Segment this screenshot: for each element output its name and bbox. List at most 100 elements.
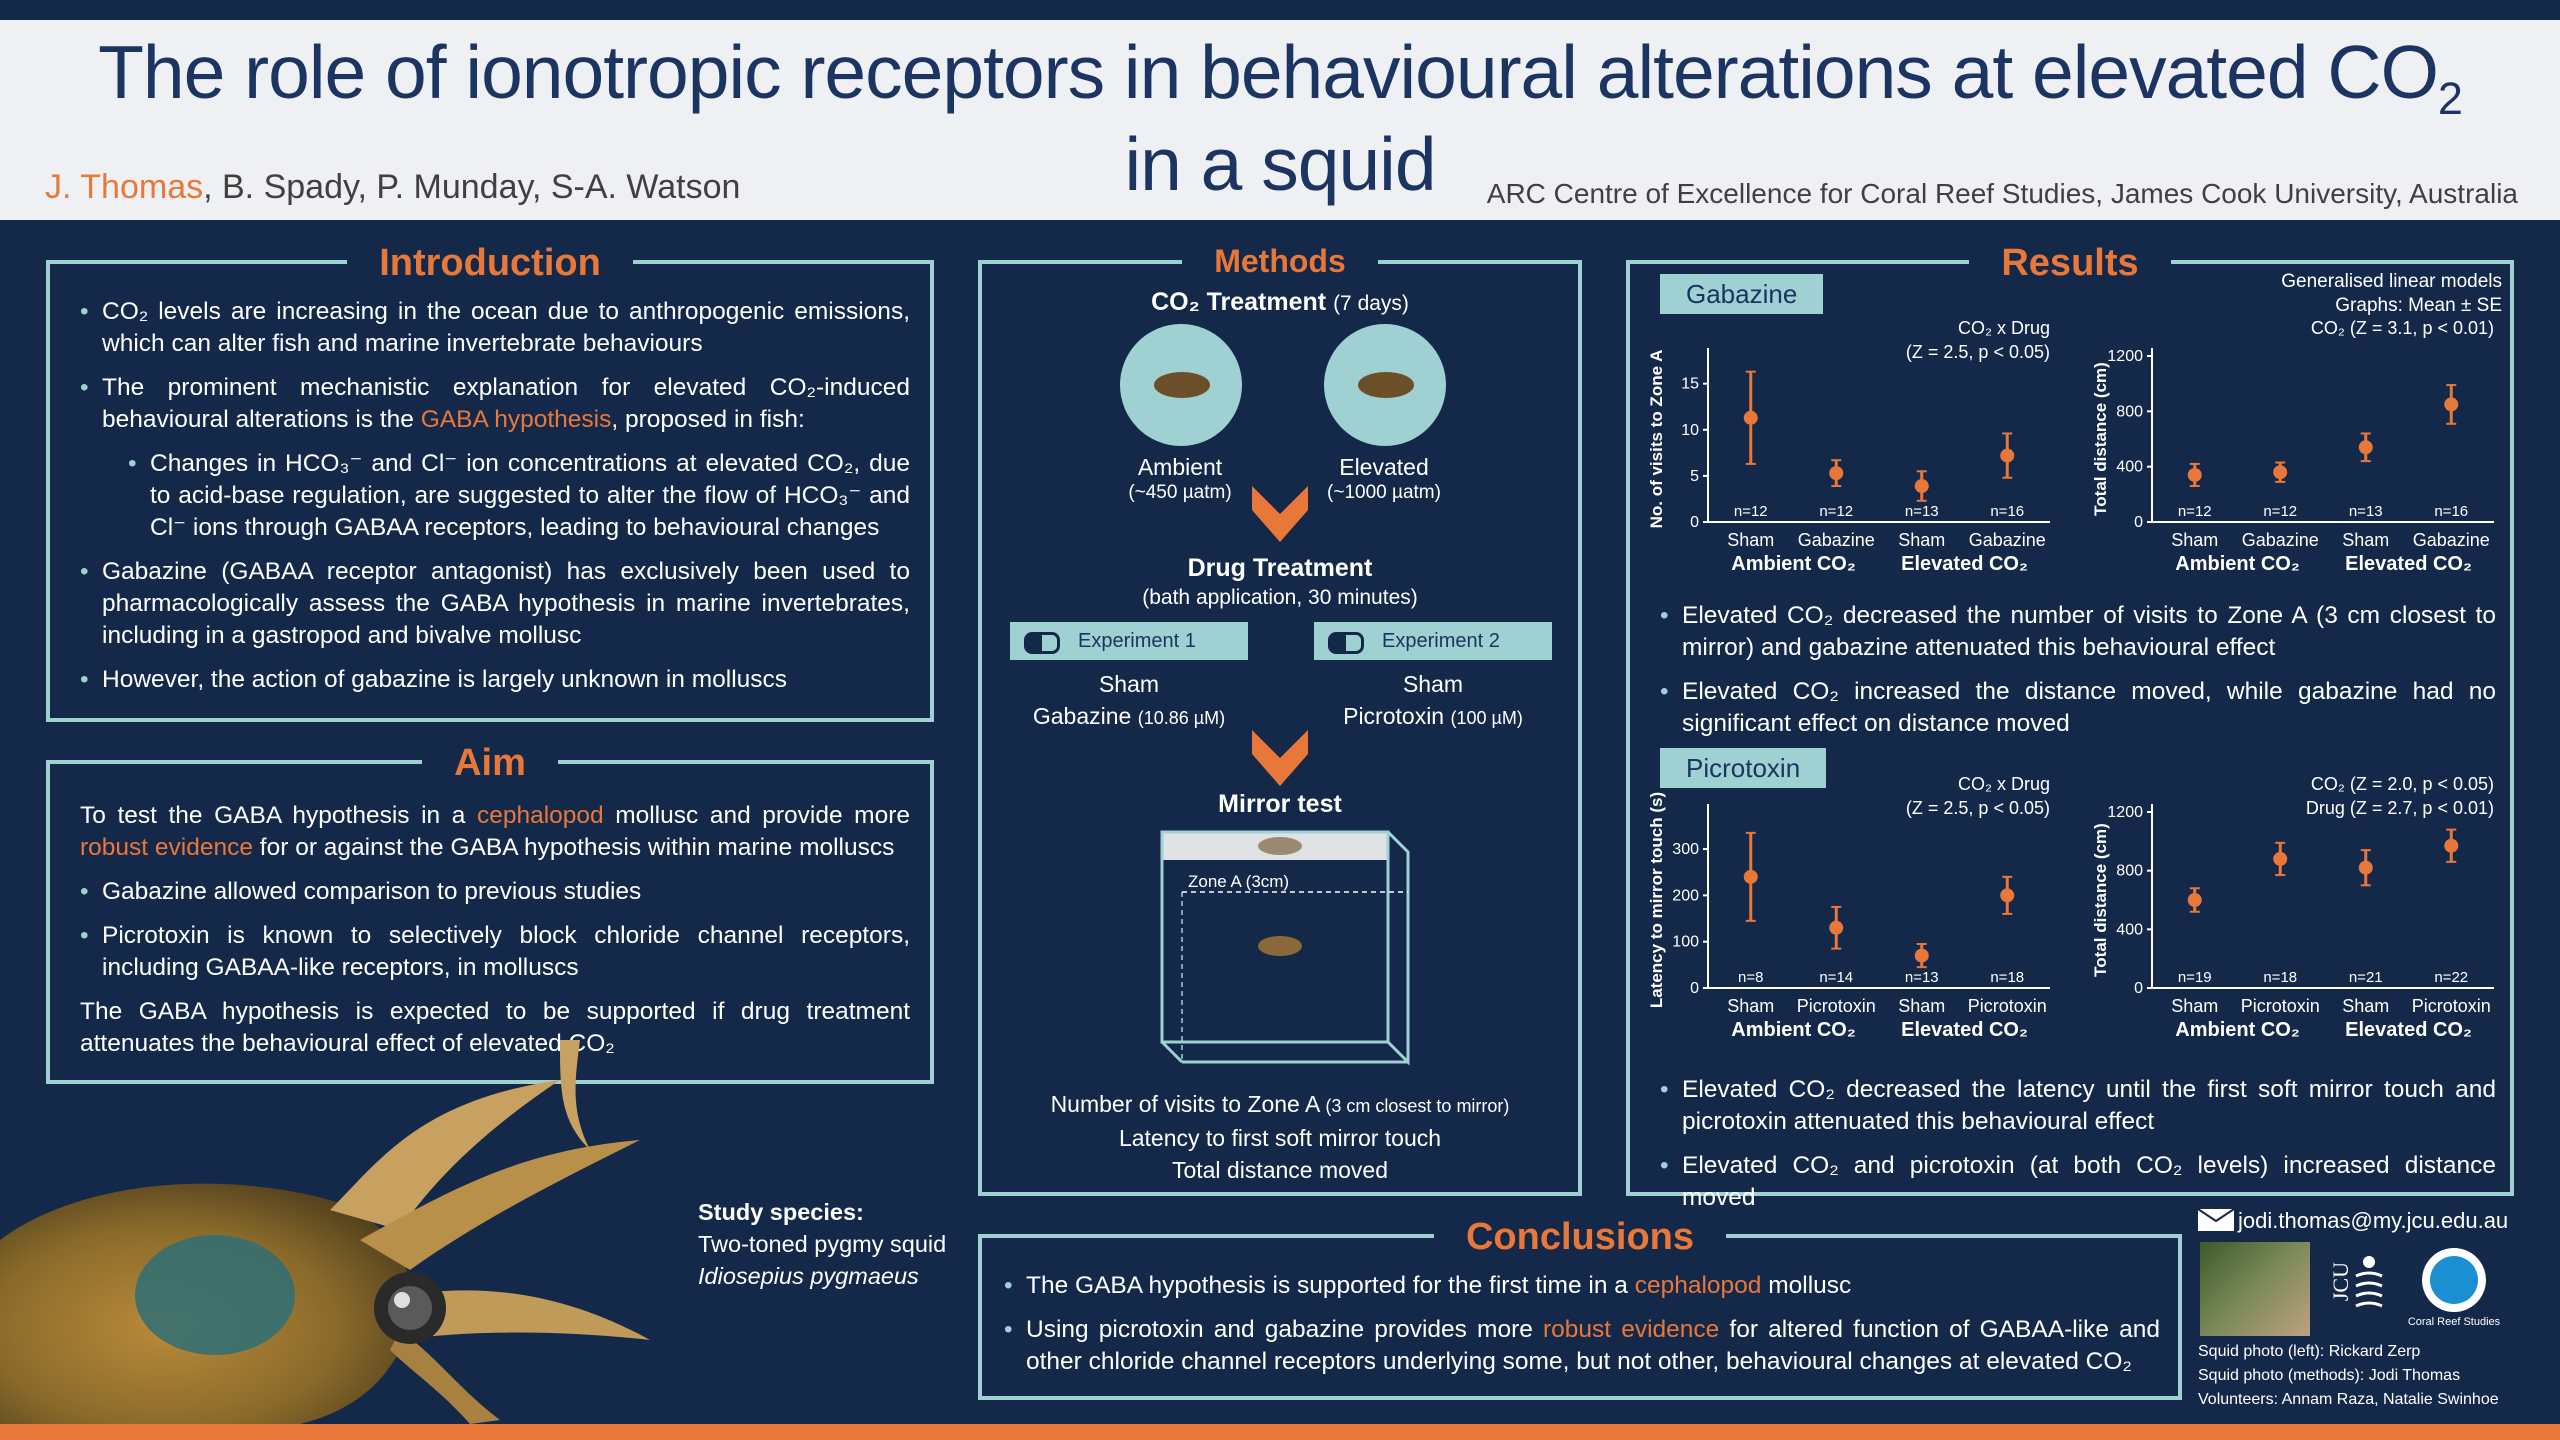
y-tick-label: 0 — [2134, 980, 2143, 997]
intro-bullet: However, the action of gabazine is large… — [80, 664, 910, 696]
y-tick-label: 1200 — [2107, 804, 2143, 821]
sample-size-label: n=12 — [1819, 503, 1853, 520]
y-tick-label: 0 — [1690, 980, 1699, 997]
y-axis-label: Total distance (cm) — [2091, 823, 2110, 977]
zone-a-label: Zone A (3cm) — [1188, 872, 1290, 891]
data-point — [2187, 893, 2202, 907]
poster-title: The role of ionotropic receptors in beha… — [98, 30, 2463, 206]
y-tick-label: 300 — [1672, 841, 1699, 858]
group-label: Ambient CO₂ — [2175, 553, 2299, 575]
capsule-icon — [1024, 632, 1060, 654]
results-bullet: Elevated CO₂ increased the distance move… — [1660, 676, 2496, 740]
data-point — [2358, 440, 2373, 455]
introduction-panel: Introduction CO₂ levels are increasing i… — [46, 242, 934, 722]
data-point — [1829, 466, 1844, 481]
sample-size-label: n=13 — [2349, 503, 2383, 520]
results-title: Results — [1969, 242, 2171, 284]
data-point — [2273, 851, 2288, 866]
y-tick-label: 100 — [1672, 934, 1699, 951]
x-tick-label: Sham — [1898, 530, 1945, 550]
x-tick-label: Picrotoxin — [1797, 996, 1876, 1016]
x-tick-label: Gabazine — [1798, 530, 1875, 550]
photo-credit: Squid photo (left): Rickard Zerp — [2198, 1343, 2421, 1360]
mirror-tank-diagram — [1160, 830, 1410, 1066]
sample-size-label: n=18 — [1990, 969, 2024, 986]
picrotoxin-tag: Picrotoxin — [1660, 748, 1827, 788]
data-point — [1914, 948, 1929, 963]
sample-size-label: n=12 — [1734, 503, 1768, 520]
header — [0, 20, 2560, 220]
sample-size-label: n=13 — [1905, 969, 1939, 986]
intro-sub-bullet: Changes in HCO₃⁻ and Cl⁻ ion concentrati… — [128, 448, 910, 544]
data-point — [2000, 888, 2015, 903]
group-label: Ambient CO₂ — [1731, 553, 1855, 575]
stats-annotation: (Z = 2.5, p < 0.05) — [1906, 798, 2050, 818]
group-label: Elevated CO₂ — [2345, 1019, 2472, 1041]
data-point — [2444, 397, 2459, 412]
sample-size-label: n=12 — [2263, 503, 2297, 520]
y-tick-label: 200 — [1672, 887, 1699, 904]
conclusions-title: Conclusions — [1433, 1216, 1727, 1258]
conclusion-bullet: The GABA hypothesis is supported for the… — [1004, 1270, 2160, 1302]
y-tick-label: 400 — [2116, 459, 2143, 476]
stats-annotation: (Z = 2.5, p < 0.05) — [1906, 342, 2050, 362]
author-list: J. Thomas, B. Spady, P. Munday, S-A. Wat… — [45, 168, 741, 206]
x-tick-label: Sham — [2342, 996, 2389, 1016]
stats-annotation: CO₂ (Z = 3.1, p < 0.01) — [2311, 318, 2494, 338]
sample-size-label: n=19 — [2178, 969, 2212, 986]
photo-credit: Squid photo (methods): Jodi Thomas — [2198, 1367, 2461, 1384]
chevron-down-icon — [1252, 486, 1308, 542]
jcu-logo: JCU — [2328, 1252, 2384, 1328]
ambient-squid-photo — [1120, 324, 1242, 446]
sample-size-label: n=22 — [2434, 969, 2468, 986]
results-bullet: Elevated CO₂ decreased the latency until… — [1660, 1074, 2496, 1138]
intro-bullet: Gabazine (GABAA receptor antagonist) has… — [80, 556, 910, 652]
methods-panel: Methods CO₂ Treatment (7 days) Ambient(~… — [978, 243, 1582, 1196]
x-tick-label: Sham — [1727, 996, 1774, 1016]
data-point — [2187, 467, 2202, 482]
contact-block: jodi.thomas@my.jcu.edu.au JCU Coral Reef… — [2198, 1208, 2518, 1418]
stats-annotation: Drug (Z = 2.7, p < 0.01) — [2306, 798, 2494, 818]
sample-size-label: n=14 — [1819, 969, 1853, 986]
y-axis-label: Latency to mirror touch (s) — [1647, 792, 1666, 1008]
aim-panel: Aim To test the GABA hypothesis in a cep… — [46, 742, 934, 1084]
y-tick-label: 5 — [1690, 468, 1699, 485]
group-label: Elevated CO₂ — [1901, 1019, 2028, 1041]
sample-size-label: n=12 — [2178, 503, 2212, 520]
y-tick-label: 15 — [1681, 376, 1699, 393]
x-tick-label: Sham — [2171, 996, 2218, 1016]
experiment-1-tag: Experiment 1 — [1010, 622, 1248, 660]
gabazine-tag: Gabazine — [1660, 274, 1824, 314]
sample-size-label: n=16 — [1990, 503, 2024, 520]
x-tick-label: Sham — [2171, 530, 2218, 550]
data-point — [2000, 448, 2015, 463]
affiliation: ARC Centre of Excellence for Coral Reef … — [1486, 178, 2518, 209]
y-tick-label: 0 — [1690, 514, 1699, 531]
email-link[interactable]: jodi.thomas@my.jcu.edu.au — [2238, 1208, 2509, 1233]
bottom-strip — [0, 1424, 2560, 1440]
y-tick-label: 800 — [2116, 403, 2143, 420]
data-point — [1743, 410, 1758, 425]
aim-title: Aim — [422, 742, 558, 784]
y-tick-label: 10 — [1681, 422, 1699, 439]
data-point — [2273, 465, 2288, 480]
y-tick-label: 800 — [2116, 863, 2143, 880]
aim-paragraph: To test the GABA hypothesis in a cephalo… — [80, 802, 910, 861]
x-tick-label: Gabazine — [2242, 530, 2319, 550]
experiment-2-tag: Experiment 2 — [1314, 622, 1552, 660]
aim-paragraph: The GABA hypothesis is expected to be su… — [80, 998, 910, 1057]
data-point — [2444, 838, 2459, 853]
x-tick-label: Picrotoxin — [2241, 996, 2320, 1016]
data-point — [2358, 860, 2373, 875]
sample-size-label: n=16 — [2434, 503, 2468, 520]
x-tick-label: Gabazine — [1969, 530, 2046, 550]
coral-reef-studies-logo: Coral Reef Studies — [2404, 1248, 2504, 1336]
intro-bullet: CO₂ levels are increasing in the ocean d… — [80, 296, 910, 360]
results-bullet: Elevated CO₂ decreased the number of vis… — [1660, 600, 2496, 664]
sample-size-label: n=21 — [2349, 969, 2383, 986]
sample-size-label: n=18 — [2263, 969, 2297, 986]
